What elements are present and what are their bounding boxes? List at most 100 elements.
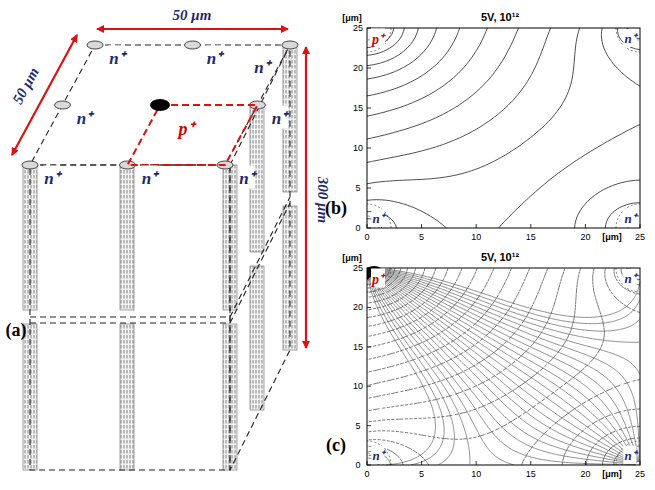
front-face xyxy=(30,165,230,470)
side-face xyxy=(230,45,290,470)
dimension-arrow xyxy=(305,47,307,348)
tick-label: 20 xyxy=(580,232,590,242)
electrode-label: p⁺ xyxy=(179,116,194,140)
tick-label: 10 xyxy=(353,143,363,153)
tick-label: 0 xyxy=(364,232,369,242)
electrode-column xyxy=(120,324,134,470)
tick-mark xyxy=(367,386,371,387)
tick-label: 0 xyxy=(355,223,360,233)
axis-unit: [μm] xyxy=(602,469,622,479)
potential-plot xyxy=(367,28,640,228)
electrode-column xyxy=(283,206,297,350)
tick-label: 0 xyxy=(364,469,369,479)
electrode-boundary xyxy=(367,441,391,465)
electrode-label: n⁺ xyxy=(108,46,125,69)
tick-mark xyxy=(530,224,531,228)
electrode-label: n⁺ xyxy=(43,166,60,189)
tick-mark xyxy=(585,224,586,228)
tick-label: 5 xyxy=(355,183,360,193)
electrode-boundary xyxy=(367,204,391,228)
electrode-boundary xyxy=(616,28,640,52)
tick-label: 15 xyxy=(353,342,363,352)
tick-mark xyxy=(367,228,371,229)
layer-line xyxy=(30,322,230,323)
n-electrode-hole xyxy=(22,161,38,169)
axis-unit: [μm] xyxy=(342,253,362,263)
plot-title: 5V, 10¹² xyxy=(481,251,519,263)
layer-line xyxy=(230,203,290,323)
electrode-label: n⁺ xyxy=(623,446,636,464)
cell-drawing xyxy=(12,29,306,470)
tick-label: 15 xyxy=(526,469,536,479)
tick-mark xyxy=(367,188,371,189)
panel-label: (c) xyxy=(326,435,346,456)
tick-label: 25 xyxy=(635,232,645,242)
tick-mark xyxy=(421,224,422,228)
tick-mark xyxy=(367,307,371,308)
electrode-label: n⁺ xyxy=(623,209,636,227)
electrode-label: p⁺ xyxy=(371,269,385,288)
dimension-label: 50 μm xyxy=(173,7,212,24)
electrode-label: n⁺ xyxy=(76,106,93,129)
electrode-column xyxy=(120,165,134,310)
tick-mark xyxy=(530,461,531,465)
p-electrode xyxy=(150,99,170,111)
tick-mark xyxy=(367,461,368,465)
tick-label: 25 xyxy=(353,23,363,33)
tick-mark xyxy=(585,461,586,465)
electrode-column xyxy=(23,165,37,310)
electrode-label: n⁺ xyxy=(238,166,255,189)
electrode-label: n⁺ xyxy=(206,46,223,69)
tick-mark xyxy=(367,108,371,109)
dimension-arrow xyxy=(97,28,288,30)
field-line xyxy=(367,268,640,465)
electrode-label: n⁺ xyxy=(271,106,288,129)
tick-label: 5 xyxy=(355,421,360,431)
electrode-boundary xyxy=(616,441,640,465)
electrode-boundary xyxy=(616,204,640,228)
tick-label: 10 xyxy=(471,232,481,242)
tick-mark xyxy=(367,465,371,466)
n-electrode-hole xyxy=(282,41,298,49)
electrode-label: n⁺ xyxy=(623,269,636,287)
plot-frame xyxy=(367,268,640,465)
tick-mark xyxy=(367,68,371,69)
electrode-column xyxy=(250,266,264,410)
electrode-boundary xyxy=(616,268,640,292)
tick-label: 0 xyxy=(355,460,360,470)
tick-mark xyxy=(367,346,371,347)
tick-label: 10 xyxy=(353,381,363,391)
tick-label: 15 xyxy=(353,103,363,113)
axis-unit: [μm] xyxy=(602,232,622,242)
potential-plot xyxy=(367,266,640,465)
n-electrode-hole xyxy=(87,41,103,49)
tick-mark xyxy=(367,224,368,228)
axis-unit: [μm] xyxy=(342,13,362,23)
electrode-label: n⁺ xyxy=(253,55,270,78)
tick-mark xyxy=(367,148,371,149)
tick-mark xyxy=(640,224,641,228)
tick-label: 20 xyxy=(353,302,363,312)
equipotential-line xyxy=(367,268,640,465)
electrode-label: n⁺ xyxy=(141,166,158,189)
electrode-label: n⁺ xyxy=(623,29,636,47)
tick-label: 15 xyxy=(526,232,536,242)
electrode-label: p⁺ xyxy=(371,29,385,48)
tick-label: 20 xyxy=(353,63,363,73)
plot-title: 5V, 10¹² xyxy=(481,11,519,23)
electrode-column xyxy=(23,324,37,470)
tick-label: 25 xyxy=(353,263,363,273)
top-face xyxy=(30,45,290,165)
tick-label: 5 xyxy=(419,232,424,242)
electrode-boundary xyxy=(367,28,391,52)
equipotential-line xyxy=(367,28,640,228)
electrode-label: n⁺ xyxy=(371,446,384,464)
plot-frame xyxy=(367,28,640,228)
unit-cell-outline xyxy=(128,105,258,165)
electrode-boundary xyxy=(367,268,391,292)
tick-label: 20 xyxy=(580,469,590,479)
tick-label: 25 xyxy=(635,469,645,479)
n-electrode-hole xyxy=(185,41,201,49)
